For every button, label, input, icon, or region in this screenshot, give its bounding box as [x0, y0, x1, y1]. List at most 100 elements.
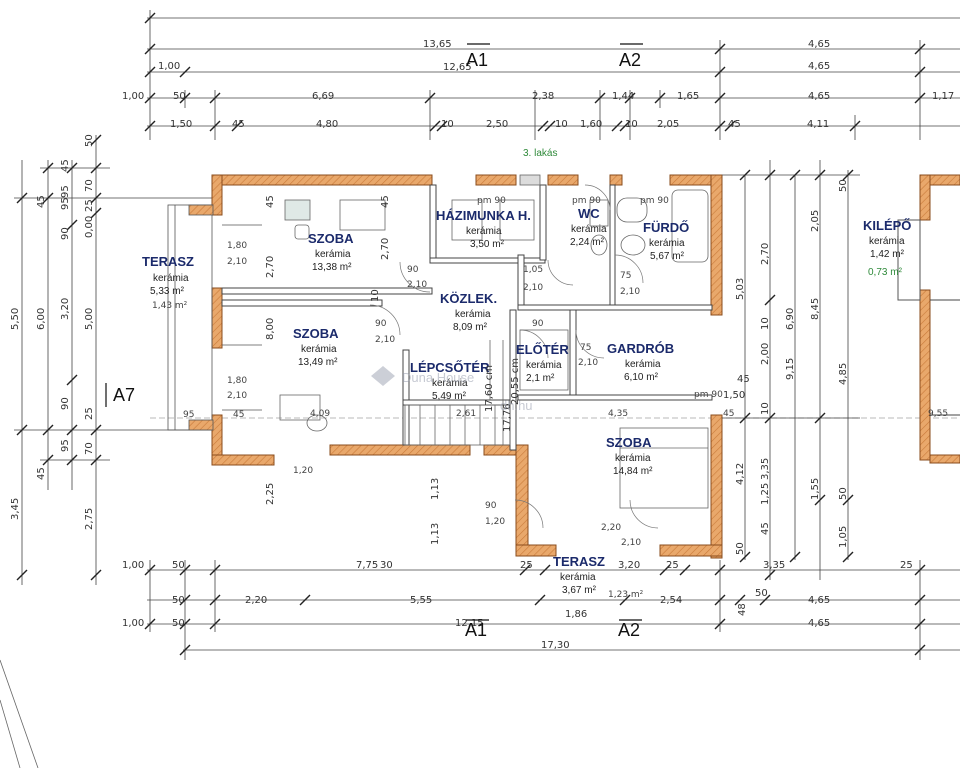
dim-label: 2,00 [760, 343, 771, 365]
room-area: 6,10 m² [624, 372, 659, 383]
dim-label: 50 [838, 179, 849, 192]
door-label: 10 [370, 289, 381, 302]
dim-label: 3,20 [60, 298, 71, 320]
dim-label: 5,03 [735, 278, 746, 300]
door-label: 1,25 [760, 483, 771, 505]
room-name: KILÉPŐ [863, 218, 911, 233]
dim-label: 2,54 [660, 595, 682, 606]
dim-label: 1,00 [122, 618, 144, 629]
dim-label: 12,65 [443, 62, 472, 73]
door-label: 1,20 [293, 466, 313, 476]
dim-label: 3,35 [760, 458, 771, 480]
dim-label: 10 [555, 119, 568, 130]
door-label: 2,25 [265, 483, 276, 505]
dim-label: 4,80 [316, 119, 338, 130]
dim-label: 10 [760, 317, 771, 330]
dimension-lines-right [722, 160, 860, 581]
dim-label: 48 [737, 603, 748, 616]
room-material: kerámia [455, 309, 491, 320]
room-material: kerámia [315, 249, 351, 260]
room-name: TERASZ [142, 254, 194, 269]
door-label: 2,10 [620, 287, 640, 297]
unit-label: 3. lakás [523, 148, 557, 159]
dim-label: 2,20 [245, 595, 267, 606]
door-label: 2,10 [227, 391, 247, 401]
dim-label: 9,15 [785, 358, 796, 380]
room-name: GARDRÓB [607, 341, 674, 356]
room-material: kerámia [625, 359, 661, 370]
door-label: 2,10 [578, 358, 598, 368]
room-eloter: ELŐTÉR kerámia 2,1 m² [516, 342, 569, 384]
dim-label: 50 [755, 588, 768, 599]
watermark-site: dh.hu [500, 398, 533, 413]
dim-label: 17,30 [541, 640, 570, 651]
dim-label: 5,55 [410, 595, 432, 606]
room-kozlek: KÖZLEK. kerámia 8,09 m² [440, 291, 497, 333]
dim-label: 6,90 [785, 308, 796, 330]
dim-label: 25 [84, 199, 95, 212]
dim-label: 25 [520, 560, 533, 571]
axis-a1-bottom: A1 [465, 620, 487, 640]
dim-label: 70 [84, 442, 95, 455]
room-area: 5,67 m² [650, 251, 685, 262]
dim-label: 2,38 [532, 91, 554, 102]
dim-label: 30 [380, 560, 393, 571]
left-windows [167, 204, 262, 431]
room-extra: 1,43 m² [152, 301, 188, 311]
room-area: 14,84 m² [613, 466, 653, 477]
axis-a2-bottom: A2 [618, 620, 640, 640]
dim-label: 12,15 [455, 618, 484, 629]
dim-label: 50 [172, 560, 185, 571]
dimension-lines-top [144, 10, 960, 140]
room-material: kerámia [615, 453, 651, 464]
room-name: SZOBA [308, 231, 354, 246]
room-area: 3,67 m² [562, 585, 597, 596]
dim-label: 4,11 [807, 119, 829, 130]
watermark: Duna House dh.hu [371, 366, 533, 413]
dimension-labels-right: 5,03 2,70 10 6,90 8,45 2,00 9,15 4,85 10… [723, 179, 849, 555]
room-lepcsoter: LÉPCSŐTÉR kerámia 5,49 m² [410, 360, 490, 402]
room-area: 5,33 m² [150, 286, 185, 297]
room-name: HÁZIMUNKA H. [436, 208, 531, 223]
dim-label: 4,65 [808, 39, 830, 50]
door-label: 45 [380, 195, 391, 208]
door-label: 2,10 [407, 280, 427, 290]
dim-label: 1,17 [932, 91, 954, 102]
room-area: 8,09 m² [453, 322, 488, 333]
door-label: 2,10 [621, 538, 641, 548]
room-kilepo: KILÉPŐ kerámia 1,42 m² 0,73 m² [863, 218, 911, 278]
door-label: 1,80 [227, 376, 247, 386]
dim-label: 2,70 [760, 243, 771, 265]
room-material: kerámia [869, 236, 905, 247]
dim-label: 1,44 [612, 91, 634, 102]
room-name: WC [578, 206, 600, 221]
room-name: SZOBA [606, 435, 652, 450]
door-label: 2,61 [456, 409, 476, 419]
room-name: TERASZ [553, 554, 605, 569]
room-material: kerámia [466, 226, 502, 237]
dim-label: 70 [84, 179, 95, 192]
dim-label: 3,20 [618, 560, 640, 571]
dimension-labels-top: 13,65 4,65 1,00 12,65 4,65 1,00 50 6,69 … [122, 39, 954, 130]
dimension-labels-bottom: 1,00 50 7,75 30 25 3,20 25 3,35 25 50 2,… [122, 560, 913, 651]
dim-label: 95 [60, 439, 71, 452]
dim-label: 1,50 [723, 390, 745, 401]
dim-label: 25 [84, 407, 95, 420]
room-terasz-left: TERASZ kerámia 5,33 m² 1,43 m² [142, 254, 194, 311]
door-label: 2,10 [375, 335, 395, 345]
dim-label: 50 [173, 91, 186, 102]
dim-label: 4,85 [838, 363, 849, 385]
dim-label: 50 [735, 542, 746, 555]
dim-label: 4,12 [735, 463, 746, 485]
dim-label: 6,69 [312, 91, 334, 102]
door-label: pm 90 [640, 196, 669, 206]
opening-labels: pm 90 pm 90 pm 90 pm 90 1,80 2,10 1,80 2… [183, 195, 948, 548]
dim-label: 1,00 [122, 560, 144, 571]
dim-label: 3,45 [10, 498, 21, 520]
dim-label: 1,05 [838, 526, 849, 548]
dim-label: 1,00 [158, 61, 180, 72]
dim-label: 4,65 [808, 595, 830, 606]
dim-label: 2,50 [486, 119, 508, 130]
room-extra: 0,73 m² [868, 267, 903, 278]
door-label: 1,13 [430, 478, 441, 500]
